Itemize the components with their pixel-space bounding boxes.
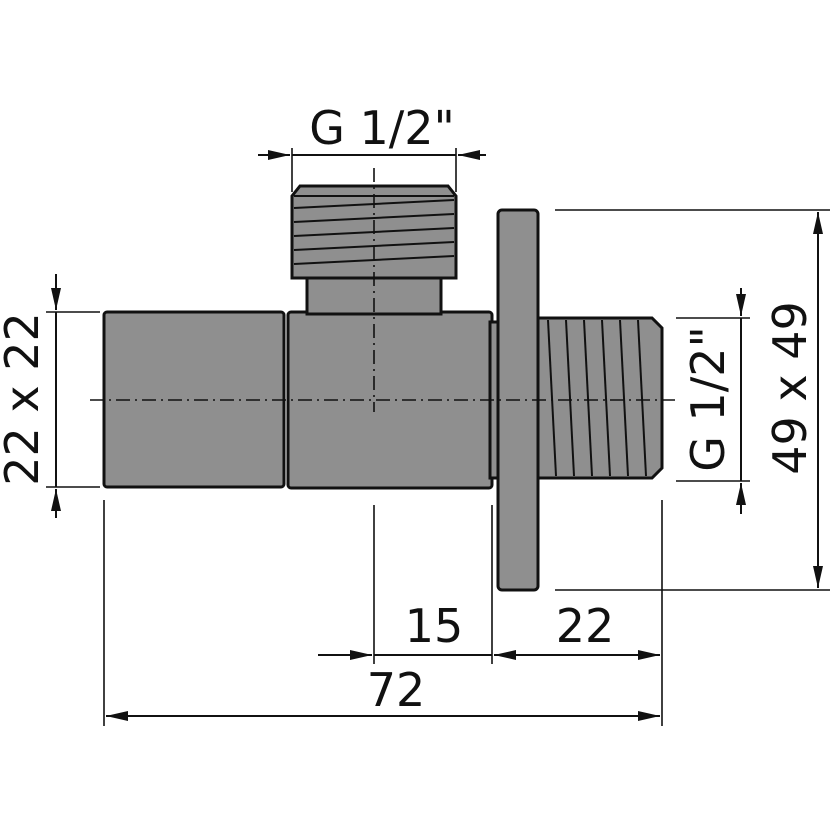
outlet-length-label: 22 — [556, 599, 615, 653]
dim-square-body: 22 x 22 — [0, 274, 100, 518]
dim-flange: 49 x 49 — [555, 209, 830, 591]
overall-length-label: 72 — [367, 663, 426, 717]
outlet-thread-lines — [547, 319, 647, 477]
dim-overall-length: 72 — [106, 663, 660, 721]
side-thread-label: G 1/2" — [681, 326, 735, 471]
outlet-threaded-connector — [536, 316, 664, 480]
dim-outlet-length: 22 — [494, 599, 660, 660]
flange-label: 49 x 49 — [763, 301, 817, 475]
square-body-label: 22 x 22 — [0, 312, 49, 486]
offset-label: 15 — [405, 599, 464, 653]
dim-offset: 15 — [318, 599, 492, 660]
dim-side-thread: G 1/2" — [676, 288, 750, 514]
top-thread-label: G 1/2" — [309, 101, 454, 155]
valve-body-group — [102, 184, 664, 592]
dim-top-thread: G 1/2" — [258, 101, 486, 192]
